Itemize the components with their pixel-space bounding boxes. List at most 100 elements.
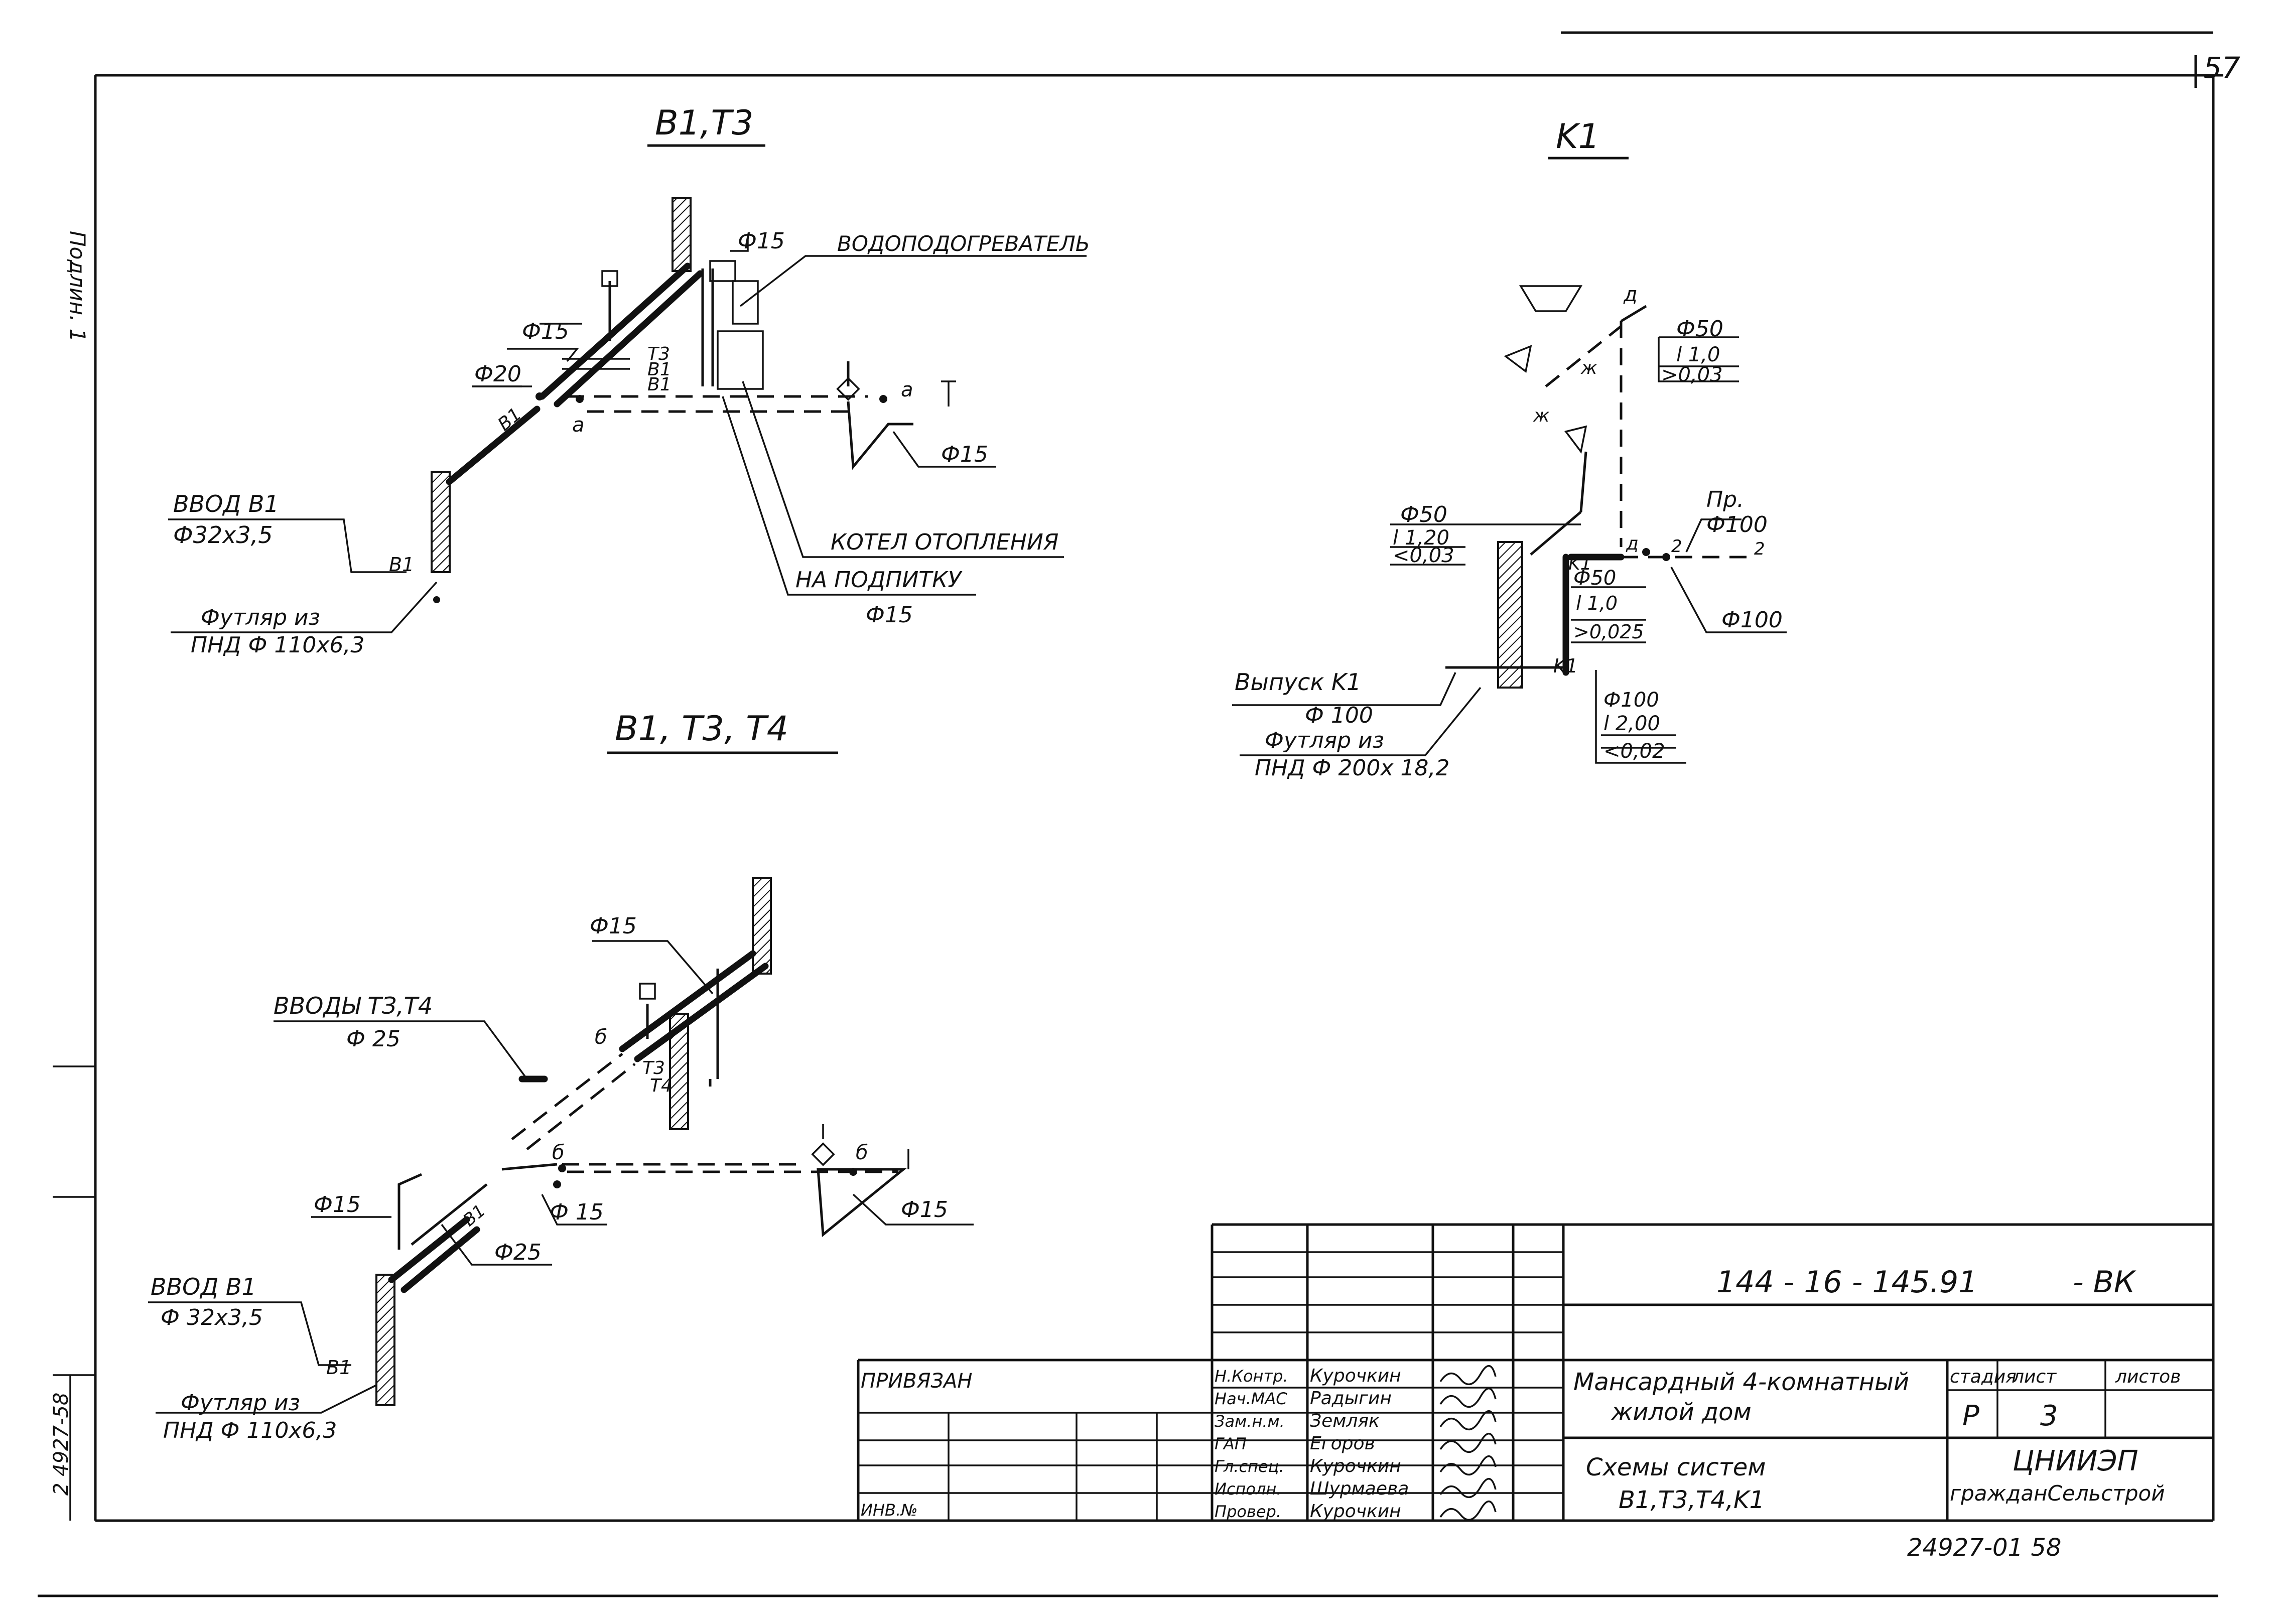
diagram-k1: K1 Ф50 l 1,0 — [1232, 117, 1787, 781]
signature-scribble — [1439, 1500, 1497, 1521]
svg-text:<0,03: <0,03 — [1393, 544, 1454, 567]
svg-text:<0,02: <0,02 — [1603, 740, 1665, 763]
signature-name: Курочкин — [1310, 1501, 1401, 1522]
svg-text:B1: B1 — [647, 374, 672, 395]
stage-value: Р — [1962, 1400, 1979, 1432]
signature-name: Шурмаева — [1310, 1478, 1409, 1499]
svg-text:T4: T4 — [650, 1075, 673, 1096]
catalog-number: 24927-01 58 — [1907, 1534, 2061, 1562]
svg-text:2: 2 — [1754, 539, 1765, 559]
svg-text:д: д — [1623, 283, 1638, 306]
side-label-bottom: 2 4927-58 — [50, 1393, 73, 1496]
svg-text:Ф50: Ф50 — [1400, 502, 1447, 527]
wall-section — [1497, 541, 1523, 689]
svg-text:Ф32х3,5: Ф32х3,5 — [173, 521, 273, 549]
project-name-line1: Мансардный 4-комнатный — [1573, 1368, 1909, 1396]
svg-text:Ф20: Ф20 — [474, 361, 521, 387]
diagram-b1-t3: B1,T3 — [168, 103, 1090, 658]
title-block: 144 - 16 - 145.91 - ВК ПРИВЯЗАН ИНВ.№ Н.… — [857, 1223, 2213, 1522]
svg-text:ПНД Ф 110х6,3: ПНД Ф 110х6,3 — [191, 632, 364, 658]
svg-text:>0,03: >0,03 — [1661, 363, 1723, 386]
svg-text:Ф25: Ф25 — [494, 1240, 542, 1265]
svg-text:a: a — [901, 378, 913, 401]
sheets-header: листов — [2115, 1367, 2181, 1387]
signature-scribble — [1439, 1365, 1497, 1386]
stage-header: стадия — [1950, 1367, 2017, 1387]
svg-text:K1: K1 — [1553, 655, 1578, 677]
signature-scribble — [1439, 1477, 1497, 1499]
svg-text:T3: T3 — [642, 1058, 665, 1078]
svg-text:Пр.: Пр. — [1706, 487, 1744, 512]
svg-text:l 2,00: l 2,00 — [1603, 712, 1660, 735]
wall-section — [375, 1274, 395, 1406]
signature-role: Нач.МАС — [1215, 1389, 1287, 1408]
sheet-title-line1: Схемы систем — [1586, 1453, 1766, 1481]
inputs-t3-t4-label: ВВОДЫ ТЗ,Т4 — [274, 992, 433, 1019]
svg-text:l 1,0: l 1,0 — [1576, 592, 1618, 614]
svg-text:ж: ж — [1580, 358, 1597, 378]
svg-text:Футляр из: Футляр из — [201, 605, 320, 630]
svg-text:Ф50: Ф50 — [1573, 567, 1616, 590]
input-b1-label: ВВОД B1 — [173, 490, 279, 517]
water-heater — [732, 280, 759, 325]
diagram-k1-title: K1 — [1556, 117, 1600, 157]
svg-text:Ф15: Ф15 — [738, 228, 785, 254]
svg-text:Ф 25: Ф 25 — [346, 1026, 400, 1052]
inv-no-label: ИНВ.№ — [861, 1501, 917, 1520]
input-b1-label-2: ВВОД B1 — [151, 1273, 256, 1300]
svg-text:B1: B1 — [389, 554, 414, 576]
boiler-label: КОТЕЛ ОТОПЛЕНИЯ — [831, 529, 1058, 555]
svg-text:б: б — [552, 1141, 565, 1164]
project-name-line2: жилой дом — [1611, 1398, 1752, 1426]
document-suffix: - ВК — [2073, 1265, 2136, 1300]
svg-text:K1: K1 — [1568, 554, 1592, 574]
signature-name: Курочкин — [1310, 1366, 1401, 1386]
svg-text:B1: B1 — [494, 404, 525, 435]
wall-section — [431, 471, 451, 573]
svg-text:Ф15: Ф15 — [866, 602, 913, 628]
svg-text:Ф 15: Ф 15 — [550, 1199, 604, 1225]
svg-text:Футляр из: Футляр из — [1265, 728, 1384, 753]
signature-name: Радыгин — [1310, 1388, 1392, 1409]
signature-scribble — [1439, 1432, 1497, 1453]
sheet-value: 3 — [2040, 1400, 2058, 1432]
heater-label: ВОДОПОДОГРЕВАТЕЛЬ — [837, 231, 1090, 256]
signature-role: ГАП — [1215, 1434, 1247, 1453]
sink-fixture — [817, 1168, 907, 1237]
diagram-b1-t3-t4: B1, T3, T4 — [148, 709, 974, 1443]
org-line2: гражданСельстрой — [1950, 1481, 2165, 1506]
signature-role: Провер. — [1215, 1502, 1281, 1521]
sheet-title-line2: B1,T3,T4,K1 — [1619, 1486, 1765, 1514]
outlet-k1-label: Выпуск K1 — [1235, 668, 1361, 696]
svg-text:Ф 32х3,5: Ф 32х3,5 — [161, 1305, 263, 1330]
svg-text:>0,025: >0,025 — [1573, 621, 1644, 643]
svg-text:B1: B1 — [326, 1357, 351, 1379]
diagram-b1-t3-t4-title: B1, T3, T4 — [615, 709, 788, 749]
wall-section — [672, 197, 692, 272]
signature-role: Н.Контр. — [1215, 1367, 1288, 1386]
boiler — [717, 330, 764, 390]
svg-text:2: 2 — [1671, 536, 1682, 557]
wall-section — [752, 877, 772, 975]
bath-fixture — [1564, 425, 1587, 454]
svg-text:ПНД Ф 200х 18,2: ПНД Ф 200х 18,2 — [1255, 755, 1449, 781]
svg-text:б: б — [595, 1026, 607, 1049]
signature-role: Зам.н.м. — [1215, 1412, 1285, 1431]
svg-text:ж: ж — [1533, 405, 1550, 426]
svg-text:Ф15: Ф15 — [941, 442, 988, 467]
signature-scribble — [1439, 1410, 1497, 1431]
svg-text:ПНД Ф 110х6,3: ПНД Ф 110х6,3 — [163, 1418, 337, 1443]
sheet-header: лист — [2012, 1367, 2057, 1387]
document-code: 144 - 16 - 145.91 — [1716, 1265, 1977, 1300]
svg-text:B1: B1 — [647, 359, 672, 380]
svg-text:Ф15: Ф15 — [901, 1197, 948, 1223]
signature-role: Гл.спец. — [1215, 1457, 1284, 1476]
signature-name: Егоров — [1310, 1433, 1375, 1454]
page-number: 57 — [2203, 51, 2240, 85]
privyazan-label: ПРИВЯЗАН — [861, 1370, 972, 1393]
org-line1: ЦНИИЭП — [2013, 1445, 2138, 1477]
signature-name: Курочкин — [1310, 1456, 1401, 1476]
